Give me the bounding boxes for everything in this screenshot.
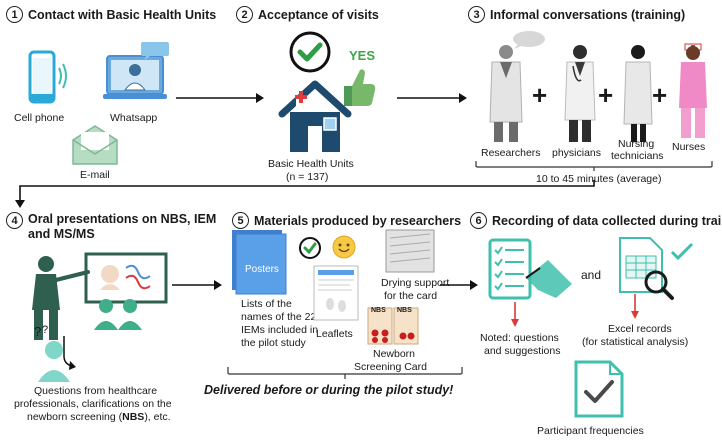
step-number: 4 <box>6 212 23 229</box>
step-2-heading: 2 Acceptance of visits <box>236 6 379 23</box>
step-title: Contact with Basic Health Units <box>28 7 217 22</box>
step-number: 5 <box>232 212 249 229</box>
physician-figure-icon <box>564 45 596 142</box>
posters-label: Posters <box>245 264 279 275</box>
lists-line4: the pilot study <box>241 337 306 349</box>
lists-line3: IEMs included in <box>241 324 319 336</box>
svg-text:?: ? <box>42 324 48 336</box>
arrow-right <box>176 93 264 103</box>
svg-text:?: ? <box>34 324 41 339</box>
arrow-right <box>172 280 222 290</box>
excel-line2: (for statistical analysis) <box>582 336 689 348</box>
role-physicians: physicians <box>552 147 602 159</box>
laptop-doctor-icon <box>103 55 167 99</box>
units-count: (n = 137) <box>286 171 329 183</box>
step-1-heading: 1 Contact with Basic Health Units <box>6 6 216 23</box>
units-label: Basic Health Units <box>268 158 354 170</box>
arrow-right <box>440 280 478 290</box>
plus-sign: + <box>598 80 614 110</box>
role-nurses: Nurses <box>672 141 706 153</box>
checked-document-icon <box>574 360 624 418</box>
leaflets-label: Leaflets <box>316 328 353 340</box>
check-circle-icon <box>289 31 331 73</box>
questions-line2: professionals, clarifications on the <box>14 398 172 410</box>
leaflet-icon <box>313 265 359 321</box>
checklist-writing-icon <box>488 238 572 300</box>
posters-icon <box>232 230 287 295</box>
bracket <box>227 367 463 379</box>
excel-line1: Excel records <box>608 323 672 335</box>
email-envelope-icon <box>72 125 118 165</box>
health-unit-house-icon <box>278 80 352 152</box>
arrow-down-red <box>631 294 639 319</box>
step-6-heading: 6 Recording of data collected during tra… <box>470 212 722 229</box>
drying-support-icon <box>385 229 435 273</box>
plus-sign: + <box>652 80 668 110</box>
lists-line1: Lists of the <box>241 298 292 310</box>
chat-bubble-icon <box>141 42 169 61</box>
step-title: Recording of data collected during train… <box>492 213 722 228</box>
cell-phone-icon <box>28 50 67 104</box>
speech-bubble-icon <box>513 31 545 49</box>
card-tag: NBS <box>397 307 412 314</box>
role-researchers: Researchers <box>481 147 541 159</box>
step-number: 6 <box>470 212 487 229</box>
drying-line1: Drying support <box>381 277 450 289</box>
step-title: Informal conversations (training) <box>490 7 686 22</box>
and-label: and <box>581 268 602 282</box>
drying-line2: for the card <box>384 290 438 302</box>
role-technicians: technicians <box>611 150 664 162</box>
researcher-figure-icon <box>489 45 523 142</box>
arrow-down-red <box>511 302 519 327</box>
role-nursing: Nursing <box>618 138 655 150</box>
presenter-icon <box>32 252 168 340</box>
step-title-line1: Oral presentations on NBS, IEM <box>28 212 217 226</box>
question-person-icon: ? ? <box>34 324 70 382</box>
step-number: 3 <box>468 6 485 23</box>
email-label: E-mail <box>80 169 110 181</box>
step-3-heading: 3 Informal conversations (training) <box>468 6 685 23</box>
plus-sign: + <box>532 80 548 110</box>
card-line1: Newborn <box>373 348 416 360</box>
smiley-icon <box>332 235 356 259</box>
cell-phone-label: Cell phone <box>14 112 65 124</box>
questions-line1: Questions from healthcare <box>34 385 158 397</box>
noted-line2: and suggestions <box>484 345 561 357</box>
check-icon <box>299 237 321 259</box>
questions-line3: newborn screening (NBS), etc. <box>27 411 171 423</box>
yes-label: YES <box>349 48 376 63</box>
spreadsheet-magnifier-icon <box>619 237 694 300</box>
arrow-right <box>397 93 467 103</box>
step-title-line2: and MS/MS <box>28 227 95 241</box>
card-tag: NBS <box>371 307 386 314</box>
return-arrow <box>15 180 595 208</box>
nurse-figure-icon <box>679 43 707 138</box>
whatsapp-label: Whatsapp <box>110 112 158 124</box>
step-title: Acceptance of visits <box>258 7 379 22</box>
arrow-down-curve <box>63 336 76 370</box>
bracket <box>475 161 713 171</box>
duration-label: 10 to 45 minutes (average) <box>536 173 662 185</box>
thumbs-up-icon <box>344 69 376 106</box>
noted-line1: Noted: questions <box>480 332 559 344</box>
step-number: 2 <box>236 6 253 23</box>
step-5-heading: 5 Materials produced by researchers <box>232 212 461 229</box>
participant-label: Participant frequencies <box>537 425 644 437</box>
step-4-heading: 4 Oral presentations on NBS, IEM and MS/… <box>6 212 216 242</box>
delivered-banner: Delivered before or during the pilot stu… <box>204 383 454 397</box>
step-number: 1 <box>6 6 23 23</box>
screening-card-icon <box>367 307 419 345</box>
lists-line2: names of the 22 <box>241 311 317 323</box>
nbs-bold: NBS <box>122 411 145 423</box>
nursing-technician-figure-icon <box>623 45 653 142</box>
step-title: Materials produced by researchers <box>254 213 462 228</box>
card-line2: Screening Card <box>354 361 427 373</box>
